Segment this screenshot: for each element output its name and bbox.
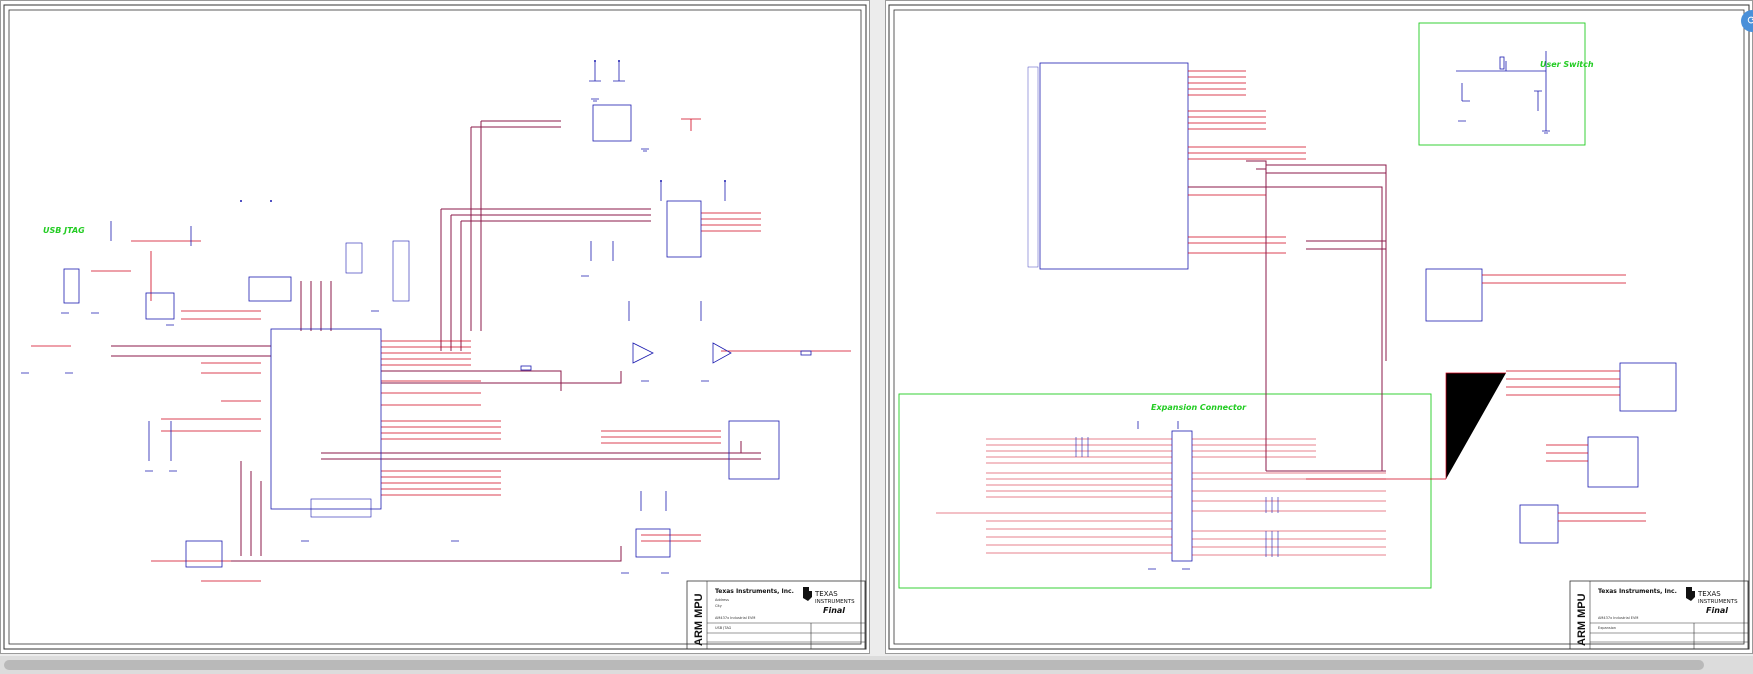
svg-text:Address: Address [715, 598, 729, 602]
title-block-status: Final [823, 606, 845, 615]
ti-logo-text-1: TEXAS [1697, 590, 1721, 598]
section-label-usb-jtag: USB JTAG [43, 226, 85, 235]
title-block-vertical-label: ARM MPU [1576, 593, 1588, 646]
title-block-usb-jtag: ARM MPU Texas Instruments, Inc. Address … [686, 580, 866, 650]
ti-logo-text-1: TEXAS [814, 590, 838, 598]
user-switch-section-box [1418, 22, 1586, 146]
schematic-sheet-usb-jtag: USB JTAG [0, 0, 870, 654]
section-label-user-switch: User Switch [1540, 60, 1594, 69]
title-block-board: AM437x Industrial EVM [1598, 616, 1638, 620]
ti-logo-icon [1686, 587, 1695, 601]
ti-logo-icon [803, 587, 812, 601]
title-block-status: Final [1706, 606, 1728, 615]
title-block-company: Texas Instruments, Inc. [1598, 588, 1677, 595]
ti-logo-text-2: INSTRUMENTS [1698, 599, 1738, 605]
title-block-page-title: Expansion [1598, 626, 1616, 630]
ti-logo-text-2: INSTRUMENTS [815, 599, 855, 605]
expansion-connector-section-box [898, 393, 1432, 589]
title-block-company: Texas Instruments, Inc. [715, 588, 794, 595]
horizontal-scrollbar[interactable] [0, 656, 1753, 674]
title-block-expansion: ARM MPU Texas Instruments, Inc. AM437x I… [1569, 580, 1749, 650]
viewer-options-button[interactable]: ⟳ [1741, 10, 1753, 32]
svg-text:City: City [715, 604, 722, 608]
horizontal-scrollbar-thumb[interactable] [4, 660, 1704, 670]
title-block-vertical-label: ARM MPU [693, 593, 705, 646]
title-block-board: AM437x Industrial EVM [715, 616, 755, 620]
section-label-expansion-connector: Expansion Connector [1151, 403, 1247, 412]
schematic-drawing-usb-jtag: USB JTAG [3, 4, 867, 650]
title-block-page-title: USB JTAG [715, 626, 732, 630]
schematic-drawing-expansion: User Switch Expansion Connector [888, 4, 1750, 650]
schematic-sheet-expansion: User Switch Expansion Connector [885, 0, 1753, 654]
